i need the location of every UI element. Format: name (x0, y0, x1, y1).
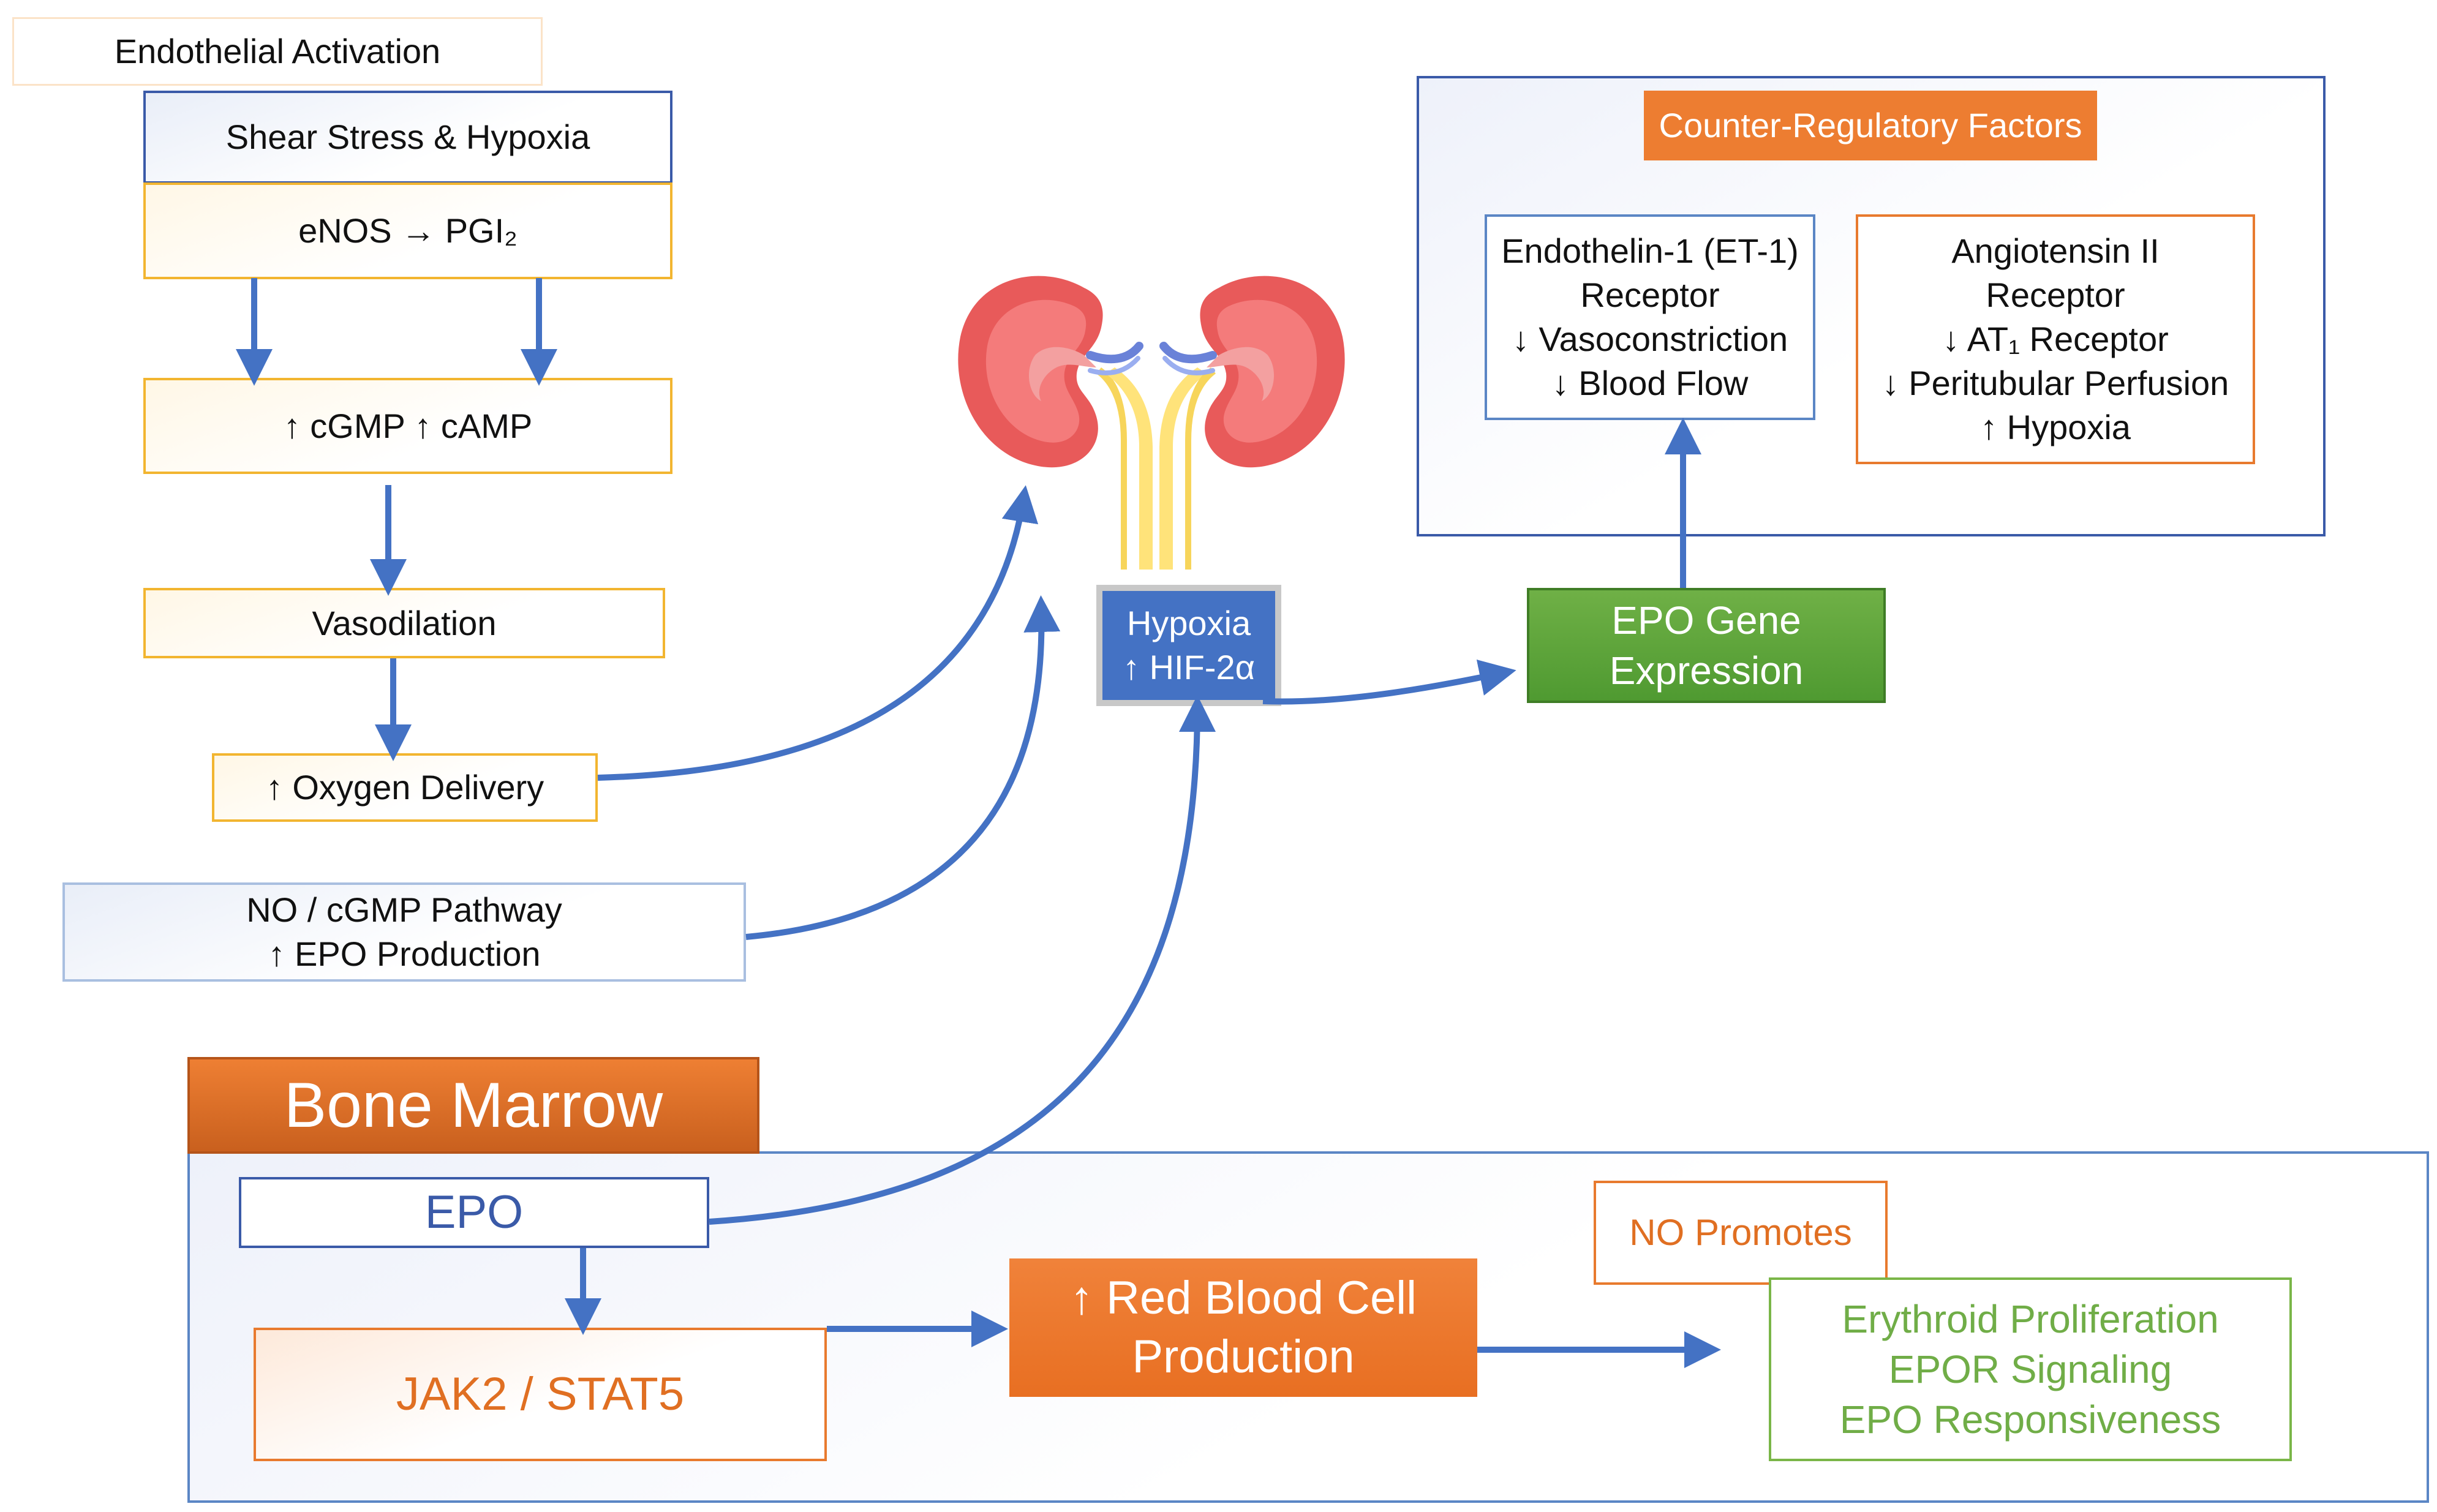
red-blood-cell-production-box: ↑ Red Blood Cell Production (1009, 1258, 1477, 1397)
arrow-epo-to-hif (709, 695, 1216, 1225)
bone-marrow-title: Bone Marrow (187, 1057, 759, 1154)
cgmp-camp-box: ↑ cGMP ↑ cAMP (143, 378, 672, 474)
kidney-icon (958, 276, 1345, 570)
arrow-hif-to-epo-gene (1262, 659, 1516, 705)
enos-pgi2-box: eNOS → PGI₂ (143, 182, 672, 279)
vasodilation-box: Vasodilation (143, 588, 665, 658)
no-cgmp-pathway-box: NO / cGMP Pathway ↑ EPO Production (62, 882, 746, 982)
counter-regulatory-title: Counter-Regulatory Factors (1644, 91, 2097, 160)
jak2-stat5-box: JAK2 / STAT5 (254, 1328, 827, 1461)
shear-stress-hypoxia-box: Shear Stress & Hypoxia (143, 91, 672, 184)
endothelial-activation-title: Endothelial Activation (12, 17, 543, 86)
et1-receptor-box: Endothelin-1 (ET-1) Receptor ↓ Vasoconst… (1485, 214, 1815, 420)
hypoxia-hif2a-box: Hypoxia ↑ HIF-2α (1096, 585, 1281, 706)
epo-box: EPO (239, 1177, 709, 1248)
erythroid-effects-box: Erythroid Proliferation EPOR Signaling E… (1769, 1277, 2292, 1461)
no-promotes-box: NO Promotes (1594, 1181, 1888, 1285)
oxygen-delivery-box: ↑ Oxygen Delivery (212, 753, 598, 822)
epo-gene-expression-box: EPO Gene Expression (1527, 588, 1886, 703)
angiotensin-receptor-box: Angiotensin II Receptor ↓ AT₁ Receptor ↓… (1856, 214, 2255, 464)
arrow-no-pathway-to-kidney (745, 595, 1061, 940)
